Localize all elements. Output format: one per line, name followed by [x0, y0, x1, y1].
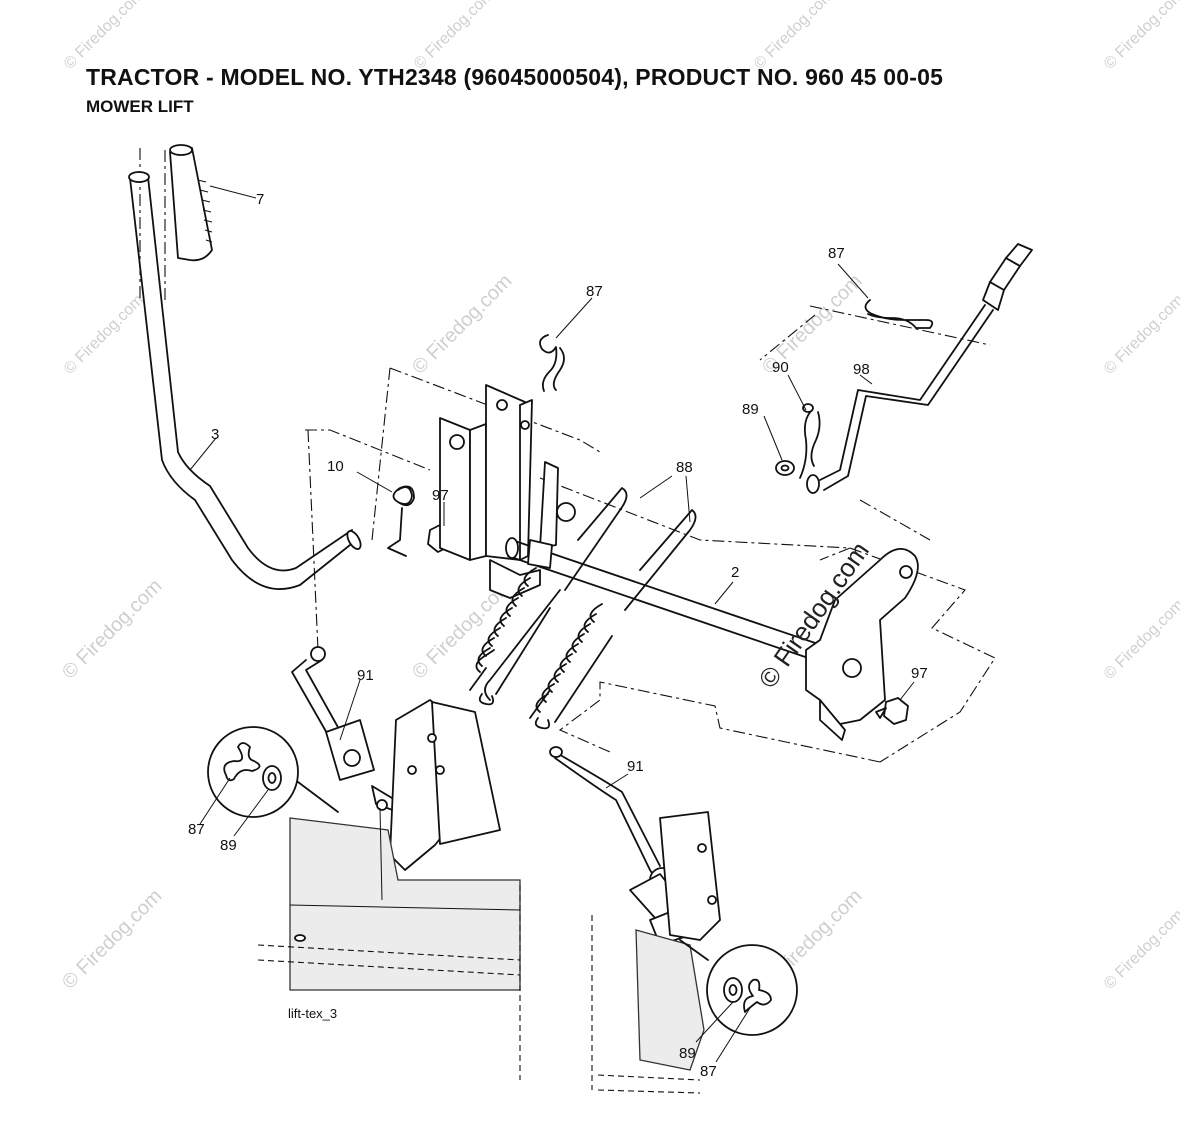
watermark-text: © Firedog.com — [61, 0, 147, 73]
callout-97: 97 — [911, 665, 928, 682]
lift-link-rod — [806, 243, 1033, 494]
deck-housing-right — [591, 915, 705, 1094]
lift-spring-right — [529, 509, 697, 730]
callout-87: 87 — [700, 1063, 717, 1080]
washer-upper — [775, 460, 795, 476]
callout-89: 89 — [679, 1045, 696, 1062]
callout-7: 7 — [256, 191, 264, 208]
lift-link-pin — [799, 403, 821, 479]
figure-code: lift-tex_3 — [288, 1006, 337, 1021]
lift-bracket — [439, 384, 576, 599]
callout-98: 98 — [853, 361, 870, 378]
deck-bracket-right — [659, 811, 721, 941]
callout-labels: 7 3 10 97 87 88 2 87 90 98 89 97 91 87 8… — [188, 191, 928, 1080]
watermark-text: © Firedog.com — [58, 575, 167, 684]
lift-bracket-right — [805, 548, 919, 741]
watermark-text: © Firedog.com — [1101, 906, 1180, 992]
lift-spring-left — [469, 487, 628, 706]
callout-97: 97 — [432, 487, 449, 504]
callout-87: 87 — [828, 245, 845, 262]
page-subtitle: MOWER LIFT — [86, 97, 194, 116]
watermark-text: © Firedog.com — [1101, 596, 1180, 682]
hairpin-clip-top — [539, 334, 565, 392]
watermark-text: © Firedog.com — [1101, 0, 1180, 73]
watermark-text: © Firedog.com — [1101, 291, 1180, 377]
lift-shaft — [505, 537, 831, 665]
page-title: TRACTOR - MODEL NO. YTH2348 (96045000504… — [86, 64, 944, 90]
callout-89: 89 — [742, 401, 759, 418]
callout-91: 91 — [627, 758, 644, 775]
watermark-text: © Firedog.com — [61, 291, 147, 377]
shoulder-bolt-right — [875, 697, 909, 725]
hairpin-clip-right — [864, 299, 934, 329]
watermark-text: © Firedog.com — [408, 270, 517, 379]
torsion-spring — [387, 485, 415, 557]
watermark-text: © Firedog.com — [751, 0, 837, 73]
callout-87: 87 — [586, 283, 603, 300]
watermark-text: © Firedog.com — [411, 0, 497, 73]
leader-lines — [189, 185, 915, 1063]
callout-91: 91 — [357, 667, 374, 684]
callout-90: 90 — [772, 359, 789, 376]
callout-89: 89 — [220, 837, 237, 854]
assembly-guides — [139, 148, 996, 763]
callout-3: 3 — [211, 426, 219, 443]
deck-housing-left — [257, 807, 521, 1080]
watermark-text: © Firedog.com — [58, 885, 167, 994]
lift-arm-left — [291, 646, 399, 813]
callout-2: 2 — [731, 564, 739, 581]
callout-87: 87 — [188, 821, 205, 838]
lift-handle-rod — [128, 171, 362, 590]
callout-88: 88 — [676, 459, 693, 476]
lift-handle-grip — [169, 144, 213, 262]
deck-bracket-left — [389, 699, 501, 871]
callout-10: 10 — [327, 458, 344, 475]
detail-circle-left — [207, 726, 339, 818]
